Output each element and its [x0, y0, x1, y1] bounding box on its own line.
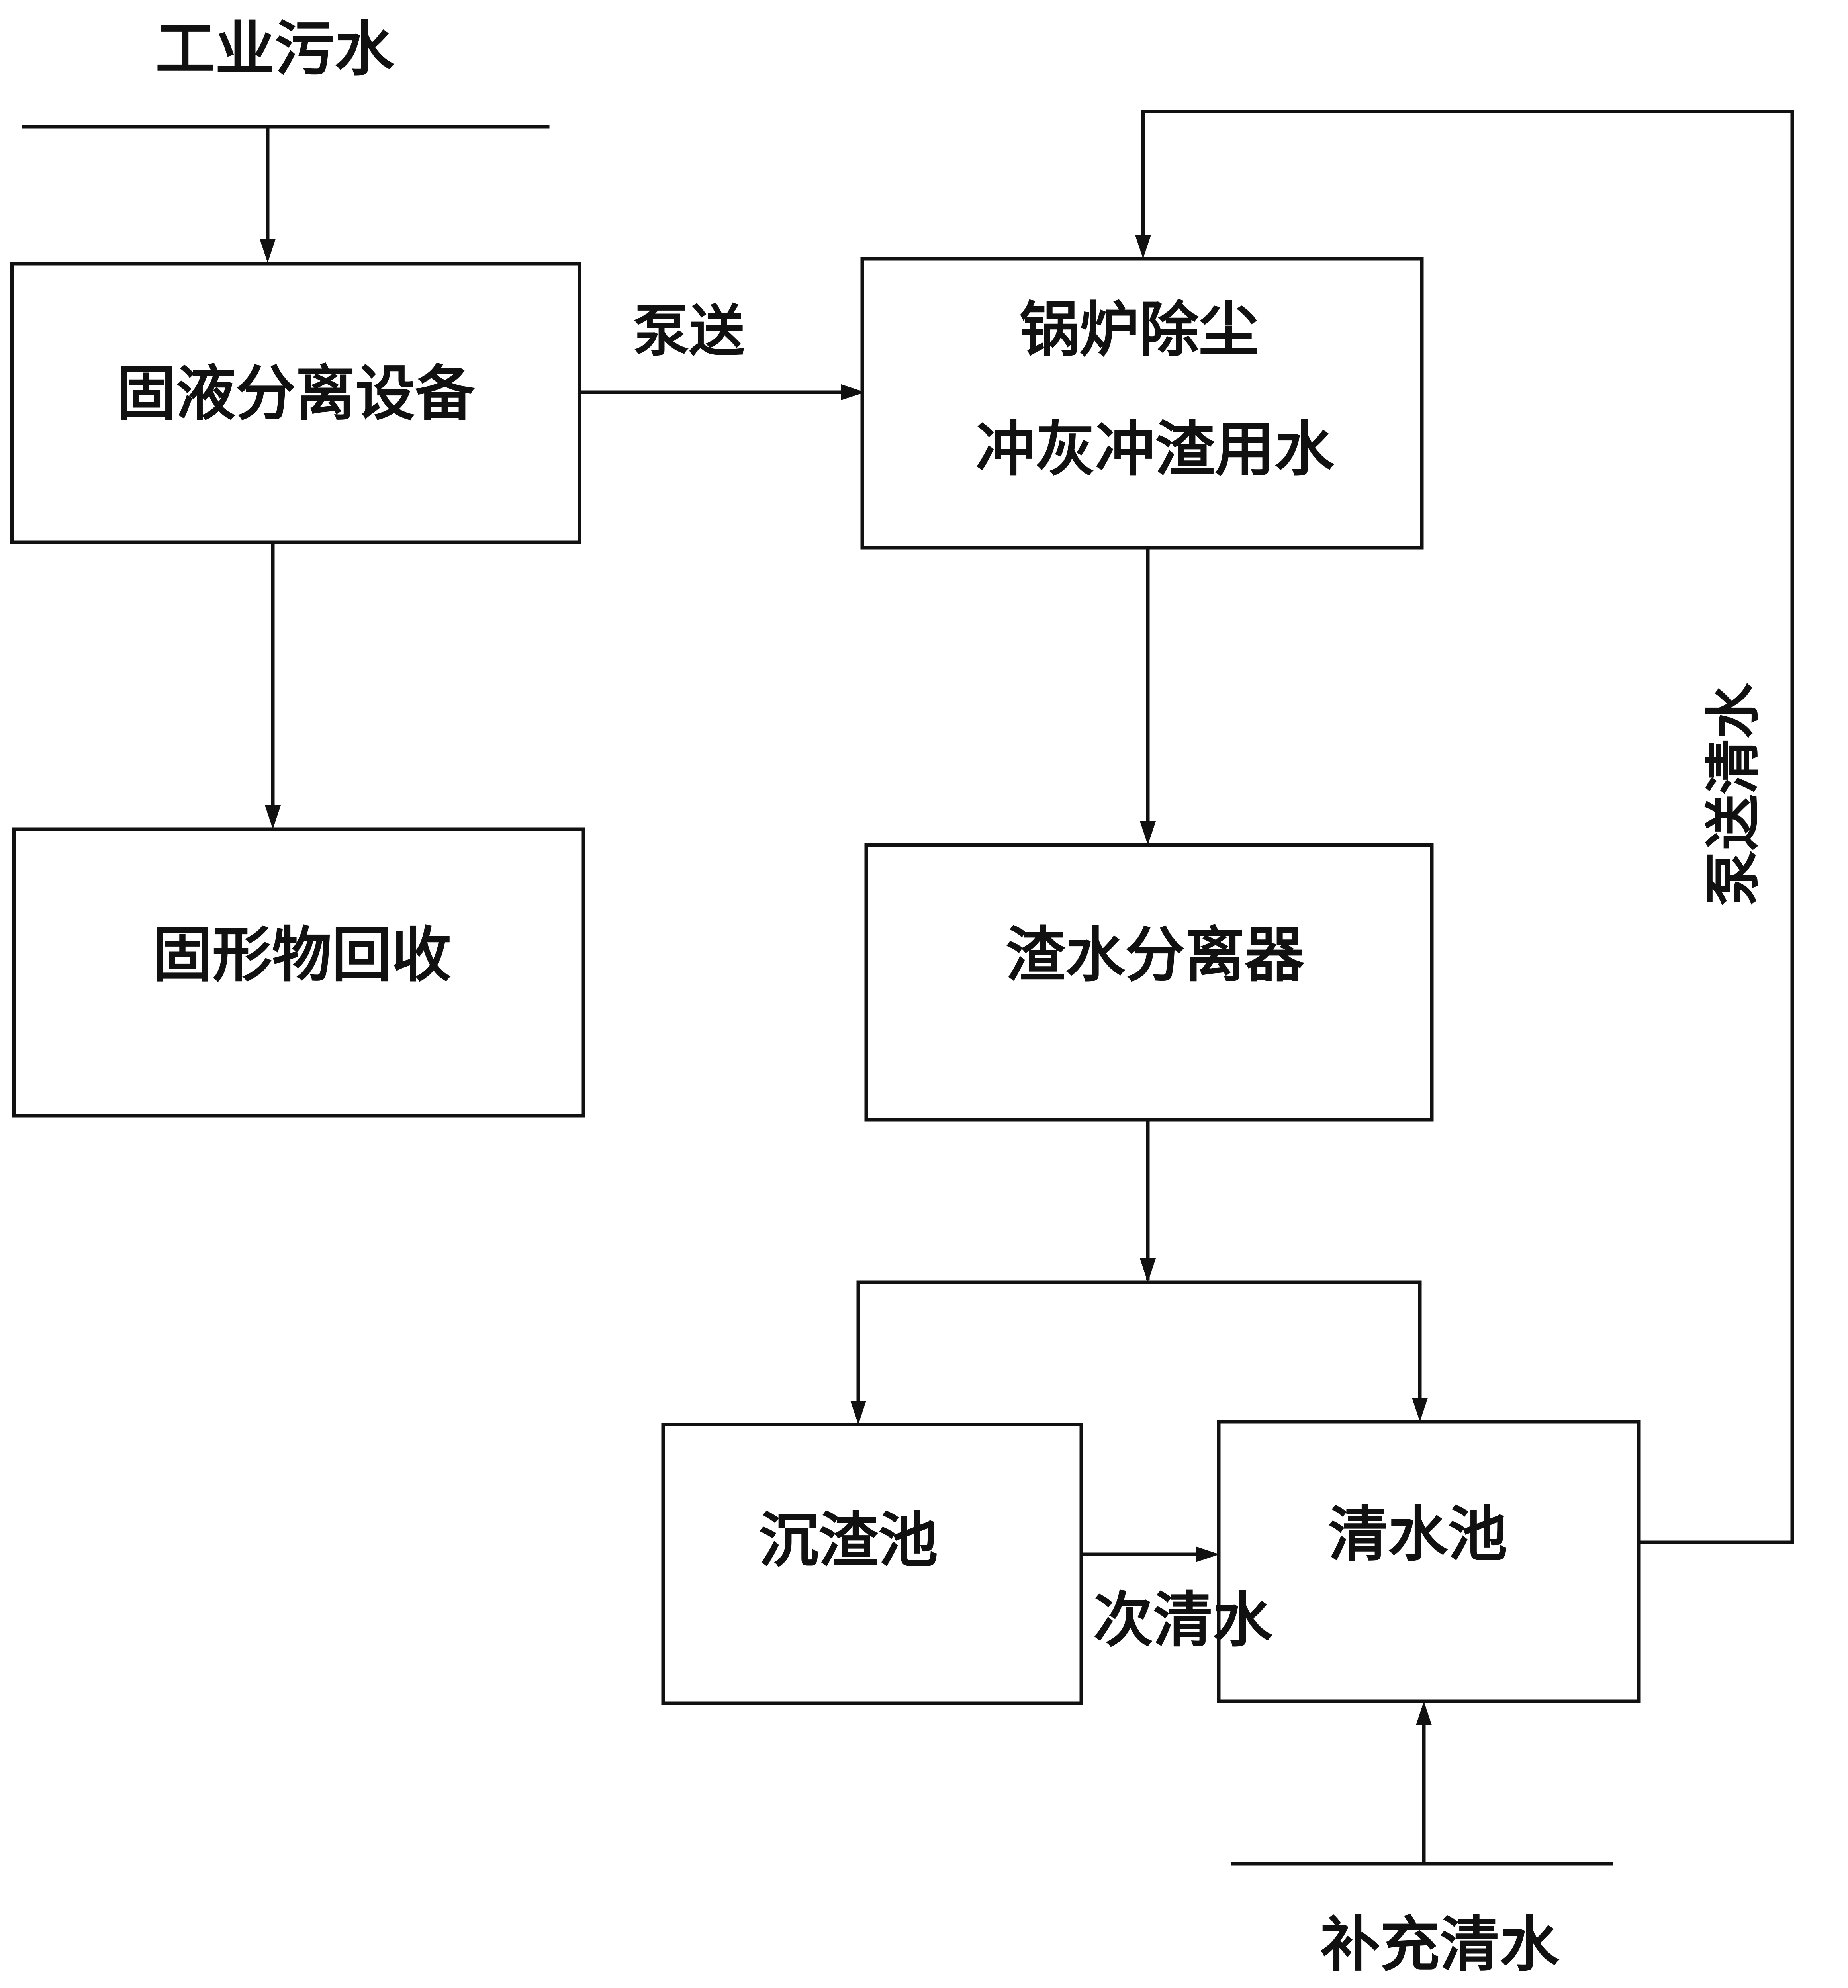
arrowhead-makeup-to-clear-pond: [1416, 1701, 1432, 1725]
arrowhead-return-loop-to-boiler: [1135, 235, 1151, 259]
arrowhead-separator-to-recovery: [265, 805, 281, 829]
boiler-flush-water-label-line1: 锅炉除尘: [1020, 295, 1259, 365]
slag-water-separator-label: 渣水分离器: [1006, 921, 1305, 990]
solids-recovery-label: 固形物回收: [153, 921, 451, 990]
boiler-flush-water-label-line2: 冲灰冲渣用水: [976, 415, 1335, 484]
secondary-clear-water-label: 次清水: [1093, 1586, 1273, 1655]
arrowhead-input-to-separator: [260, 239, 276, 263]
boiler-flush-water-box: [860, 257, 1424, 550]
clear-water-pond-label: 清水池: [1328, 1500, 1507, 1569]
makeup-water-label: 补充清水: [1320, 1910, 1560, 1980]
solid-liquid-separator-box: [10, 262, 581, 544]
clear-water-pond-box: [1217, 1420, 1641, 1703]
arrowhead-settling-to-clear-pond: [1196, 1546, 1220, 1562]
arrowhead-splitter-to-clear-pond: [1412, 1398, 1428, 1422]
pump-clear-water-label: 泵送清水: [1701, 683, 1766, 906]
arrowhead-boiler-to-slag-separator: [1140, 821, 1156, 845]
settling-pond-box: [661, 1423, 1083, 1705]
solids-recovery-box: [12, 827, 585, 1118]
slag-water-separator-box: [864, 843, 1434, 1122]
arrowhead-separator-to-boiler: [841, 384, 865, 400]
solid-liquid-separator-label: 固液分离设备: [116, 359, 476, 429]
settling-pond-label: 沉渣池: [759, 1506, 938, 1575]
pump-label: 泵送: [633, 299, 745, 364]
input-label: 工业污水: [155, 15, 395, 84]
flow-clear-pond-return-loop: [1141, 110, 1794, 1544]
arrowhead-slag-separator-down: [1140, 1258, 1156, 1282]
arrowhead-splitter-to-settling-pond: [850, 1401, 866, 1424]
